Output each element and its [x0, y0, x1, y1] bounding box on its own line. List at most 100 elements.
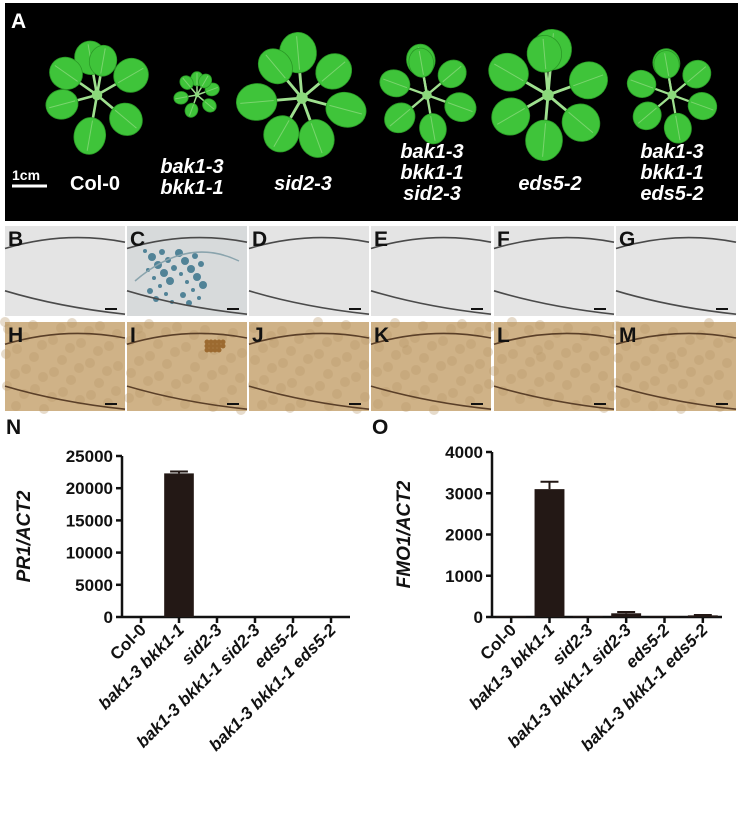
- y-tick-label: 2000: [445, 526, 483, 545]
- cell-texture: [572, 343, 582, 353]
- cell-texture: [483, 347, 493, 357]
- y-axis-title: PR1/ACT2: [14, 490, 35, 582]
- cell-texture: [677, 347, 687, 357]
- cell-texture: [535, 320, 545, 330]
- cell-texture: [473, 384, 483, 394]
- leaf-midrib: [687, 66, 707, 83]
- cell-texture: [524, 325, 534, 335]
- leaf-midrib: [573, 74, 604, 87]
- cell-texture: [392, 382, 402, 392]
- leaf-midrib: [182, 77, 191, 88]
- cell-texture: [57, 355, 67, 365]
- micrograph-tile: G: [615, 226, 737, 316]
- cell-texture: [170, 347, 180, 357]
- tile-background: [5, 322, 125, 411]
- cell-texture: [515, 394, 525, 404]
- cell-texture: [420, 385, 430, 395]
- stain-spot: [148, 253, 156, 261]
- panel-letter: L: [497, 324, 510, 347]
- cell-texture: [236, 405, 246, 415]
- cell-texture: [74, 363, 84, 373]
- panel-letter: F: [497, 228, 510, 251]
- cell-texture: [153, 339, 163, 349]
- genotype-label: sid2-3: [274, 173, 332, 195]
- cell-texture: [668, 327, 678, 337]
- leaf-vein: [248, 290, 370, 315]
- cell-texture: [475, 359, 485, 369]
- cell-texture: [714, 370, 724, 380]
- genotype-label: Col-0: [70, 173, 120, 195]
- cell-texture: [303, 354, 313, 364]
- cell-texture: [448, 388, 458, 398]
- cell-texture: [438, 336, 448, 346]
- cell-texture: [154, 371, 164, 381]
- leaf-vein: [4, 385, 126, 411]
- genotype-label: bkk1-1: [400, 162, 463, 184]
- micrograph-tile: L: [489, 317, 618, 413]
- leaf: [196, 94, 217, 113]
- leaf: [298, 97, 335, 158]
- cell-texture: [474, 327, 484, 337]
- plant-rosette: [626, 48, 718, 144]
- leaf-midrib: [447, 102, 473, 113]
- leaf-midrib: [49, 100, 76, 109]
- leaf-midrib: [329, 104, 363, 115]
- cell-texture: [676, 404, 686, 414]
- cell-texture: [457, 319, 467, 329]
- bar: [649, 616, 680, 617]
- leaf-midrib: [568, 111, 594, 134]
- tile-background: [127, 322, 247, 411]
- genotype-label: bkk1-1: [160, 177, 223, 199]
- tile-background: [494, 226, 614, 316]
- cell-texture: [704, 318, 714, 328]
- y-tick-label: 20000: [66, 479, 113, 498]
- stain-spot: [160, 269, 168, 277]
- cell-texture: [314, 349, 324, 359]
- cell-texture: [47, 392, 57, 402]
- leaf-vein: [126, 332, 248, 346]
- cell-texture: [612, 321, 622, 331]
- cell-texture: [703, 375, 713, 385]
- leaf-midrib: [86, 120, 93, 151]
- stain-spot: [198, 261, 204, 267]
- cell-texture: [276, 383, 286, 393]
- leaf: [488, 52, 549, 97]
- stain-spot: [191, 288, 195, 292]
- rosette-center: [194, 92, 200, 98]
- cell-texture: [437, 393, 447, 403]
- tile-background: [249, 322, 369, 411]
- leaf-vein: [493, 236, 615, 250]
- cell-texture: [464, 364, 474, 374]
- leaf-vein: [370, 385, 492, 411]
- cell-texture: [200, 325, 210, 335]
- cell-texture: [285, 403, 295, 413]
- stain-spot: [171, 265, 177, 271]
- cell-texture: [517, 369, 527, 379]
- cell-texture: [226, 353, 236, 363]
- leaf-midrib: [265, 54, 286, 79]
- cell-texture: [499, 329, 509, 339]
- cell-texture: [613, 353, 623, 363]
- cell-texture: [237, 348, 247, 358]
- cell-texture: [589, 351, 599, 361]
- leaf: [547, 61, 608, 100]
- leaf: [426, 59, 467, 96]
- cell-texture: [536, 352, 546, 362]
- cell-texture: [489, 366, 499, 376]
- cell-texture: [570, 368, 580, 378]
- cell-texture: [278, 358, 288, 368]
- leaf-midrib: [54, 65, 78, 82]
- leaf-midrib: [690, 101, 714, 111]
- dab-spot: [204, 339, 210, 345]
- leaf-midrib: [496, 108, 525, 125]
- cell-texture: [649, 344, 659, 354]
- cell-texture: [198, 350, 208, 360]
- cell-texture: [630, 361, 640, 371]
- plant-rosette: [173, 71, 220, 118]
- cell-texture: [427, 341, 437, 351]
- cell-texture: [400, 370, 410, 380]
- stain-spot: [179, 272, 183, 276]
- cell-texture: [428, 373, 438, 383]
- leaf-midrib: [637, 107, 657, 124]
- cell-texture: [161, 327, 171, 337]
